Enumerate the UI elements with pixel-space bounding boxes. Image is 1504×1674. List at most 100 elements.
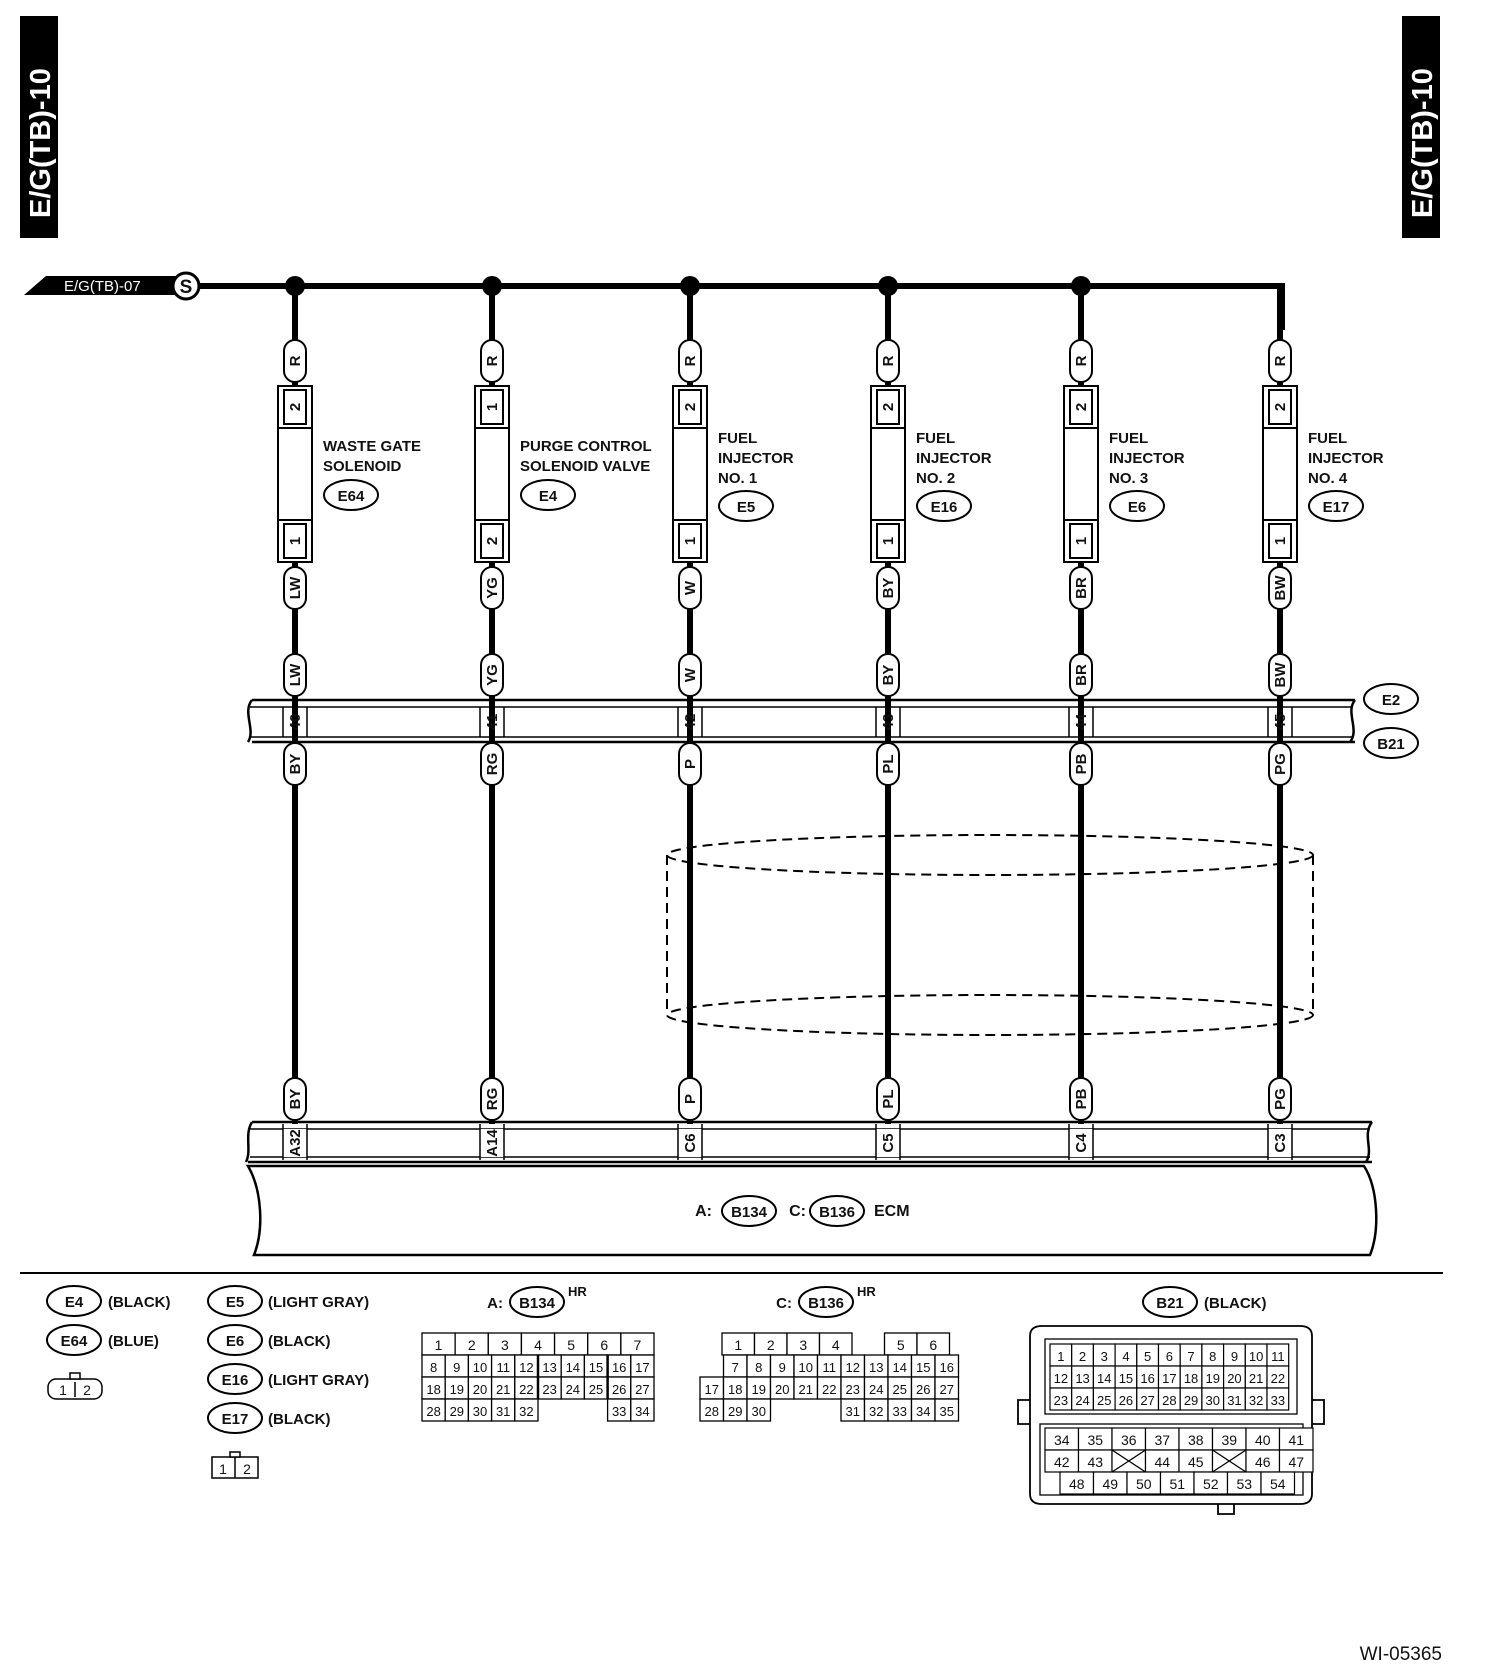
conn-c-prefix: C: [776,1295,792,1312]
source-reference: E/G(TB)-07 S [24,271,201,301]
joint-connector-b21: B21 [1377,736,1405,753]
page-tag-left: E/G(TB)-10 [20,16,58,238]
pin-number: 6 [1166,1349,1173,1364]
pin-number: 1 [1057,1349,1064,1364]
page-tag-right-text: E/G(TB)-10 [1407,68,1439,218]
pin-number: 4 [832,1337,840,1353]
joint-pin: 41 [484,714,501,731]
connector-ellipse [1308,490,1364,522]
pin-number: 12 [846,1360,860,1375]
pin-number: 24 [566,1382,580,1397]
pin-bottom-text: 2 [484,537,501,545]
pin-number: 32 [869,1404,883,1419]
pin-number: 26 [916,1382,930,1397]
wire-color-b21: BY [283,742,307,786]
pin-number: 53 [1236,1476,1252,1492]
ecm-connector-a: B134 [731,1204,768,1221]
pin-number: 16 [612,1360,626,1375]
pin-bottom-text: 1 [287,537,304,545]
component-body [1262,427,1298,521]
wire-color-top: R [1268,339,1292,383]
pin-number: 4 [1122,1349,1129,1364]
page-tag-left-text: E/G(TB)-10 [25,68,57,218]
shielded-cable [666,834,1314,1036]
joint-connector-e2: E2 [1382,692,1400,709]
wire-color-ecm: RG [480,1077,504,1121]
pin-number: 45 [1188,1454,1204,1470]
wire-color-ecm: PG [1268,1077,1292,1121]
legend-connector-E64: E64 [46,1324,102,1356]
svg-text:2: 2 [243,1461,251,1477]
legend-color: (BLUE) [108,1333,159,1350]
pin-number: 25 [589,1382,603,1397]
wire-color-b21-text: PG [1272,753,1289,775]
pin-number: 2 [468,1337,476,1353]
pin-number: 30 [1206,1393,1220,1408]
pin-bottom: 1 [277,519,313,563]
pin-number: 12 [1054,1371,1068,1386]
wire-color-ecm-text: RG [484,1088,501,1111]
connector-id: E6 [1128,499,1146,516]
pin-number: 23 [1054,1393,1068,1408]
b21-color: (BLACK) [1204,1295,1266,1312]
pin-number: 11 [823,1360,837,1375]
pin-number: 13 [542,1360,556,1375]
pin-number: 16 [1140,1371,1154,1386]
svg-text:B21: B21 [1156,1295,1184,1312]
pin-top-text: 2 [1073,403,1090,411]
pin-number: 10 [1249,1349,1263,1364]
pin-number: 24 [869,1382,883,1397]
ecm-pin: C6 [682,1133,699,1152]
svg-text:B134: B134 [519,1295,556,1312]
pin-number: 18 [426,1382,440,1397]
component-name-line: NO. 3 [1109,470,1148,487]
pin-number: 26 [612,1382,626,1397]
svg-text:E16: E16 [222,1372,249,1389]
power-bus [199,283,1285,330]
pin-number: 10 [473,1360,487,1375]
wire-color-top-text: R [682,355,699,366]
wire-color-b21: RG [480,742,504,786]
pin-top-text: 2 [1272,403,1289,411]
pin-number: 3 [501,1337,509,1353]
splice-dot [680,276,700,296]
wire-color-e2-text: BW [1272,662,1289,688]
pin-number: 34 [635,1404,649,1419]
pin-number: 5 [897,1337,905,1353]
wire-color-e2-text: LW [287,663,304,686]
pin-number: 15 [916,1360,930,1375]
ecm-connector-c: B136 [819,1204,855,1221]
pin-number: 38 [1188,1432,1204,1448]
pin-number: 36 [1121,1432,1137,1448]
pin-number: 10 [799,1360,813,1375]
wire-color-top-text: R [1272,355,1289,366]
wire-color-mid-text: YG [484,577,501,599]
svg-text:E6: E6 [226,1333,244,1350]
component-name-line: FUEL [1109,430,1148,447]
legend-color: (BLACK) [268,1333,330,1350]
pin-number: 15 [589,1360,603,1375]
pin-number: 33 [893,1404,907,1419]
wire-color-ecm-text: P [682,1094,699,1104]
pin-number: 9 [779,1360,786,1375]
ecm-pin: A32 [287,1129,304,1157]
pin-number: 14 [566,1360,580,1375]
pin-number: 7 [732,1360,739,1375]
joint-pin: 43 [880,714,897,731]
pin-number: 42 [1054,1454,1070,1470]
pin-number: 43 [1087,1454,1103,1470]
pin-top: 2 [1063,385,1099,429]
pin-number: 25 [1097,1393,1111,1408]
wire-color-b21-text: RG [484,753,501,776]
pin-number: 28 [705,1404,719,1419]
conn-c-id: B136 [798,1286,854,1318]
joint-pin: 44 [1073,713,1090,730]
joint-pin: 42 [682,714,699,731]
pin-number: 1 [734,1337,742,1353]
page-tag-right: E/G(TB)-10 [1402,16,1440,238]
pin-number: 33 [1271,1393,1285,1408]
wire-color-mid: BY [876,566,900,610]
pin-number: 20 [1227,1371,1241,1386]
